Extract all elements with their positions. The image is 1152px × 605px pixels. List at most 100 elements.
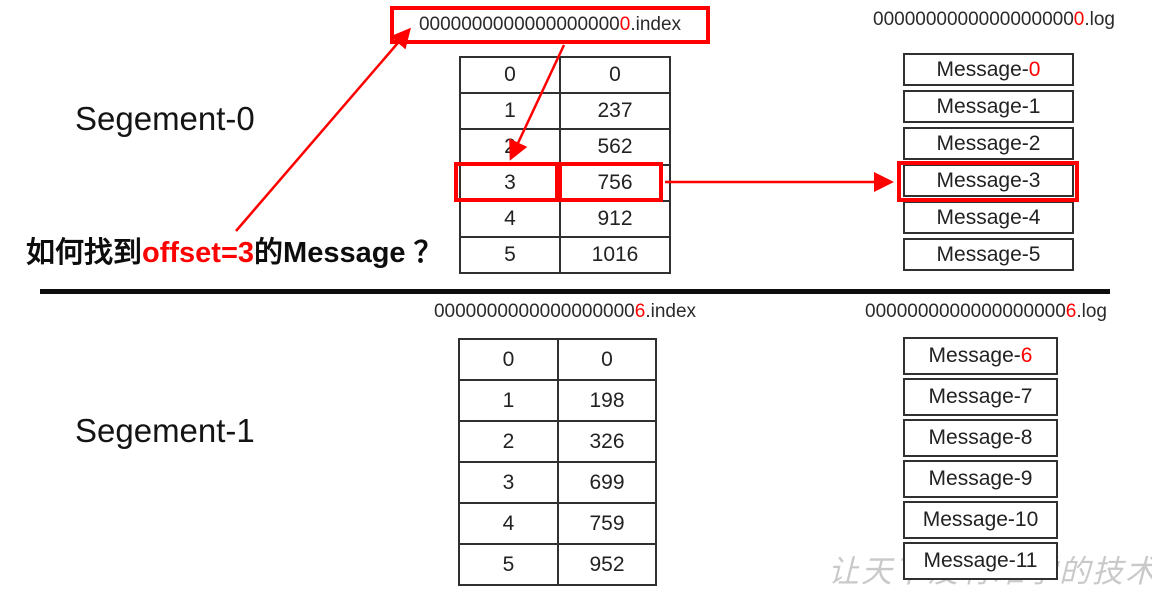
message-item: Message-5: [903, 238, 1074, 271]
message-label: Message-: [936, 94, 1029, 118]
filename-red-digit: 0: [619, 14, 631, 35]
message-item: Message-0: [903, 53, 1074, 86]
segment1-label: Segement-1: [75, 412, 255, 449]
message-number: 0: [1028, 57, 1041, 81]
offset-cell: 3: [458, 461, 559, 504]
question-text: 如何找到offset=3的Message ？: [26, 229, 443, 271]
message-label: Message-: [936, 131, 1029, 155]
filename-zeros: 0000000000000000000: [873, 9, 1074, 30]
position-cell: 952: [557, 543, 657, 586]
message-item: Message-2: [903, 127, 1074, 160]
message-number: 10: [1014, 508, 1039, 531]
message-number: 5: [1028, 242, 1041, 266]
filename-ext: .log: [1076, 301, 1107, 322]
message-label: Message-: [936, 57, 1029, 81]
filename-zeros: 0000000000000000000: [433, 301, 635, 322]
offset-cell: 1: [459, 92, 561, 130]
position-cell: 326: [557, 420, 657, 463]
offset-cell: 5: [459, 236, 561, 274]
question-prefix: 如何找到: [26, 237, 143, 269]
message-number: 11: [1015, 549, 1038, 572]
message-number: 7: [1020, 385, 1033, 408]
offset-cell: 1: [458, 379, 559, 422]
message-label: Message-: [936, 205, 1029, 229]
message-item: Message-4: [903, 201, 1074, 234]
position-cell: 0: [559, 56, 671, 94]
message-number: 4: [1028, 205, 1041, 229]
segment0-label: Segement-0: [75, 100, 255, 137]
message-item: Message-8: [903, 419, 1058, 457]
position-cell: 562: [559, 128, 671, 166]
offset-cell: 0: [458, 338, 559, 381]
offset-cell: 2: [459, 128, 561, 166]
message-label: Message-: [928, 426, 1021, 449]
message-label: Message-: [936, 168, 1029, 192]
position-cell: 1016: [559, 236, 671, 274]
message-number: 8: [1020, 426, 1033, 449]
message-label: Message-: [928, 344, 1021, 367]
message-number: 1: [1028, 94, 1041, 118]
message-label: Message-: [936, 242, 1029, 266]
offset-cell: 3: [459, 164, 561, 202]
message-label: Message-: [928, 385, 1021, 408]
filename-zeros: 0000000000000000000: [418, 14, 620, 35]
message-item: Message-7: [903, 378, 1058, 416]
segment0-log-filename: 00000000000000000000.log: [856, 9, 1132, 31]
segment0-index-filename-box: 00000000000000000000.index: [390, 6, 710, 44]
offset-cell: 2: [458, 420, 559, 463]
message-item: Message-9: [903, 460, 1058, 498]
message-item: Message-10: [903, 501, 1058, 539]
message-label: Message-: [928, 467, 1021, 490]
message-number: 3: [1028, 168, 1041, 192]
filename-red-digit: 6: [634, 301, 646, 322]
segment0-index-filename: 00000000000000000000.index: [419, 14, 681, 36]
segment1-log-filename: 00000000000000000006.log: [856, 301, 1116, 323]
segment1-message-list: Message-6 Message-7 Message-8 Message-9 …: [903, 337, 1058, 583]
filename-ext: .index: [645, 301, 697, 322]
segment1-index-filename: 00000000000000000006.index: [420, 301, 710, 323]
message-number: 6: [1020, 344, 1033, 367]
section-divider: [40, 289, 1110, 294]
message-item: Message-6: [903, 337, 1058, 375]
position-cell: 912: [559, 200, 671, 238]
position-cell: 237: [559, 92, 671, 130]
position-cell: 699: [557, 461, 657, 504]
offset-cell: 0: [459, 56, 561, 94]
filename-ext: .index: [630, 14, 682, 35]
message-label: Message-: [923, 549, 1016, 572]
position-cell: 198: [557, 379, 657, 422]
question-suffix: 的Message ？: [254, 237, 443, 269]
filename-red-digit: 0: [1073, 9, 1085, 30]
position-cell: 759: [557, 502, 657, 545]
message-number: 2: [1028, 131, 1041, 155]
arrow-question-to-index-file: [235, 27, 411, 232]
offset-cell: 4: [458, 502, 559, 545]
message-item-highlighted: Message-3: [903, 164, 1074, 197]
position-cell: 0: [557, 338, 657, 381]
filename-zeros: 0000000000000000000: [865, 301, 1066, 322]
filename-ext: .log: [1084, 9, 1115, 30]
question-highlight: offset=3: [142, 237, 255, 269]
offset-cell: 5: [458, 543, 559, 586]
message-item: Message-1: [903, 90, 1074, 123]
filename-red-digit: 6: [1065, 301, 1077, 322]
message-label: Message-: [922, 508, 1015, 531]
offset-cell: 4: [459, 200, 561, 238]
segment0-message-list: Message-0 Message-1 Message-2 Message-3 …: [903, 53, 1074, 275]
message-number: 9: [1020, 467, 1033, 490]
